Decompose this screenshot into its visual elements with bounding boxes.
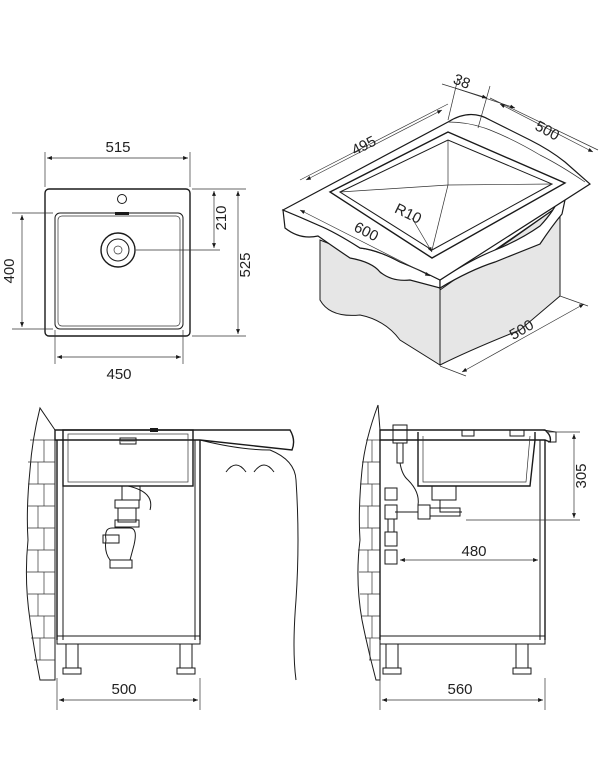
dim-iso-rim: 38: [451, 71, 473, 93]
dim-side-cabinet-depth: 560: [447, 681, 472, 698]
side-leg-left: [385, 643, 399, 669]
front-overflow: [119, 437, 137, 445]
dim-top-width: 515: [105, 139, 130, 156]
front-view: 500: [25, 406, 299, 710]
dim-drain-offset: 210: [213, 205, 230, 230]
side-wall: [357, 404, 381, 681]
front-wall: [25, 406, 56, 681]
dim-front-cabinet-width: 500: [111, 681, 136, 698]
overflow-slot: [115, 212, 129, 215]
dim-iso-depth: 500: [532, 118, 562, 145]
side-bowl: [417, 432, 536, 487]
side-leg-right: [515, 643, 529, 669]
sink-outline: [44, 188, 191, 337]
dim-top-height: 525: [237, 252, 254, 277]
dim-top-inner-width: 450: [106, 366, 131, 383]
bowl-outline: [54, 212, 184, 330]
front-leg-right: [179, 643, 193, 669]
side-view: 305 480 560: [357, 404, 590, 710]
dim-side-height: 305: [573, 463, 590, 488]
dim-side-pipe-offset: 480: [461, 543, 486, 560]
dim-top-inner-height: 400: [1, 258, 18, 283]
drain-outer: [100, 232, 136, 268]
iso-view: 38 500 495 R10 600 500: [281, 71, 599, 377]
top-view: 515 450 400 210 525: [1, 139, 254, 383]
front-leg-left: [65, 643, 79, 669]
drain-inner: [106, 238, 130, 262]
tap-hole: [117, 194, 127, 204]
